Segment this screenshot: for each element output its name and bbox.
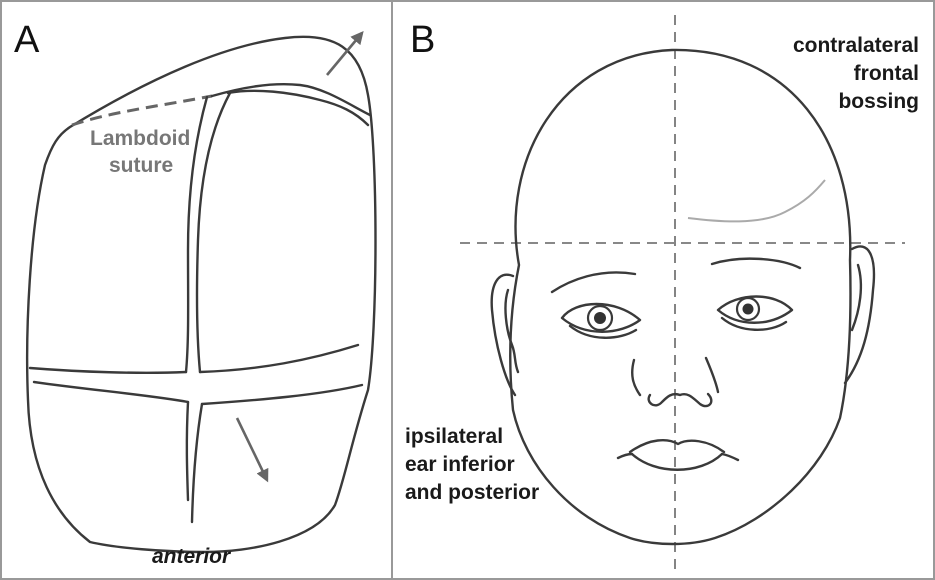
mouth-corner-left [618, 454, 632, 458]
lambdoid-suture [72, 96, 212, 125]
panel-a: A Lambdoid suture anterior [14, 19, 376, 568]
sagittal-suture-right [197, 93, 230, 372]
mouth-lower-lip [632, 454, 722, 470]
coronal-suture-right [200, 345, 358, 372]
metopic-suture-right [192, 404, 202, 522]
panel-b: B [405, 15, 919, 572]
mouth-corner-right [722, 454, 738, 460]
orientation-label: anterior [152, 545, 232, 568]
posterior-suture-inner [228, 91, 368, 125]
ear-label-line2: ear inferior [405, 453, 515, 476]
suture-label-line1: Lambdoid [90, 127, 190, 150]
metopic-suture-left [187, 402, 188, 500]
mouth-upper-lip [630, 440, 724, 452]
eyebrow-right [712, 259, 800, 268]
frontal-label-line2: frontal [854, 62, 919, 85]
panel-b-letter: B [410, 19, 435, 61]
coronal-suture-left-lower [34, 382, 188, 402]
skull-outline [27, 37, 375, 552]
ear-right-inner [852, 265, 861, 330]
ear-label-line3: and posterior [405, 481, 539, 504]
suture-label-line2: suture [109, 154, 173, 177]
coronal-suture-left [30, 368, 186, 373]
panel-a-letter: A [14, 19, 40, 61]
growth-arrow-posterior [327, 33, 362, 75]
coronal-suture-right-lower [202, 385, 362, 404]
pupil-left [594, 312, 606, 324]
ear-label: ipsilateral ear inferior and posterior [405, 425, 539, 504]
frontal-label: contralateral frontal bossing [793, 34, 919, 113]
frontal-label-line3: bossing [838, 90, 919, 113]
frontal-bossing-line [688, 180, 825, 221]
eyebrow-left [552, 272, 635, 292]
nose-base [649, 394, 712, 406]
nose-bridge-right [706, 358, 718, 392]
nose-bridge-left [632, 360, 640, 395]
frontal-label-line1: contralateral [793, 34, 919, 57]
growth-arrow-anterior [237, 418, 267, 480]
pupil-right [743, 304, 754, 315]
ear-label-line1: ipsilateral [405, 425, 503, 448]
